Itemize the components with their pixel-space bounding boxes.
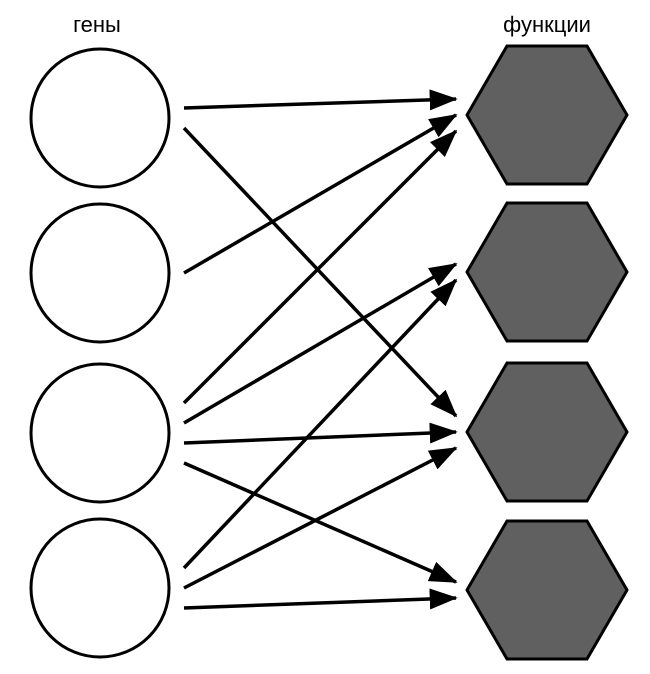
gene-node-1 — [29, 47, 171, 189]
edge-gene-4-to-function-3 — [183, 446, 458, 590]
function-node-4 — [465, 519, 629, 661]
genes-layer — [29, 47, 171, 659]
genes-column-label: гены — [73, 12, 121, 37]
function-node-3 — [465, 361, 629, 503]
edge-gene-3-to-function-4 — [183, 461, 458, 584]
edge-gene-3-to-function-1 — [182, 129, 458, 405]
edge-gene-1-to-function-3 — [182, 126, 458, 418]
gene-node-2 — [29, 202, 171, 344]
edge-gene-4-to-function-4 — [183, 588, 458, 610]
edge-gene-1-to-function-1 — [183, 89, 458, 111]
edge-gene-4-to-function-2 — [182, 278, 458, 570]
edge-gene-2-to-function-1 — [183, 113, 458, 275]
gene-node-4 — [29, 517, 171, 659]
functions-column-label: функции — [503, 12, 591, 37]
function-node-2 — [465, 201, 629, 343]
function-node-1 — [465, 44, 629, 186]
edge-gene-3-to-function-2 — [183, 262, 458, 425]
gene-node-3 — [29, 362, 171, 504]
edge-gene-3-to-function-3 — [183, 422, 458, 445]
edges-layer — [182, 89, 458, 610]
functions-layer — [465, 44, 629, 661]
